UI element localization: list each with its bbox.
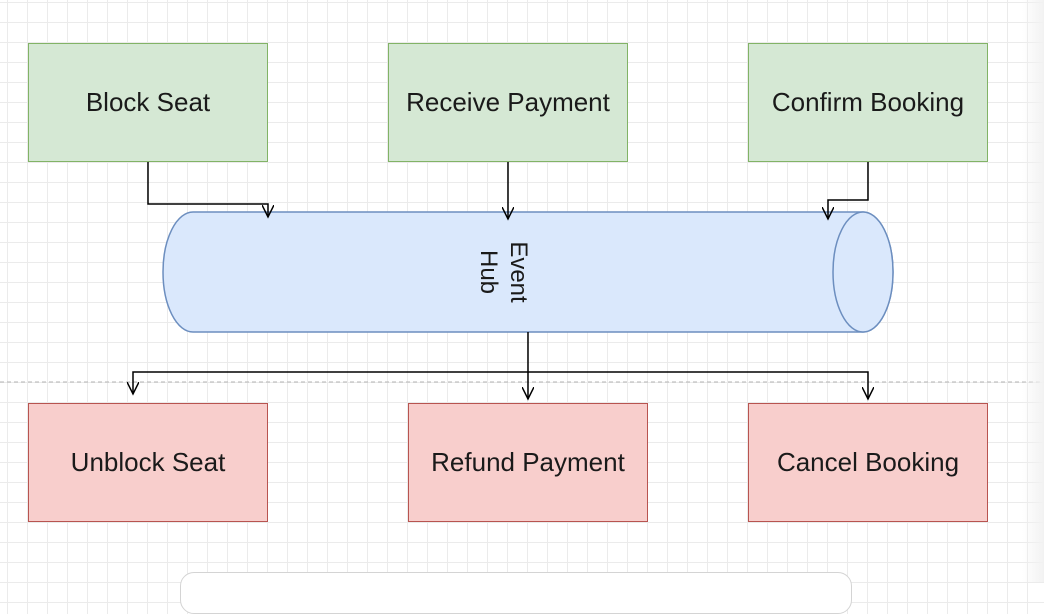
cancel-booking-label: Cancel Booking bbox=[776, 447, 960, 477]
refund-payment-node[interactable]: Refund Payment bbox=[408, 403, 648, 522]
event-hub-label-line2: Hub bbox=[475, 250, 502, 294]
refund-payment-label: Refund Payment bbox=[431, 447, 625, 477]
connector-layer: Event Hub bbox=[0, 162, 1044, 582]
receive-payment-node[interactable]: Receive Payment bbox=[388, 43, 628, 162]
block-seat-label: Block Seat bbox=[85, 87, 211, 117]
event-hub-end-cap bbox=[832, 211, 894, 333]
unblock-seat-label: Unblock Seat bbox=[70, 447, 226, 477]
event-hub-label-line1: Event bbox=[505, 241, 532, 303]
connector-confirm-booking-to-hub[interactable] bbox=[828, 162, 869, 219]
connector-block-seat-to-hub[interactable] bbox=[147, 162, 268, 217]
unblock-seat-node[interactable]: Unblock Seat bbox=[28, 403, 268, 522]
right-edge-shadow bbox=[1022, 0, 1044, 582]
confirm-booking-node[interactable]: Confirm Booking bbox=[748, 43, 988, 162]
receive-payment-label: Receive Payment bbox=[406, 87, 610, 117]
confirm-booking-label: Confirm Booking bbox=[771, 87, 965, 117]
event-hub-label: Event Hub bbox=[475, 241, 532, 303]
event-hub-cylinder[interactable]: Event Hub bbox=[162, 211, 894, 333]
connector-hub-to-cancel-booking[interactable] bbox=[528, 371, 868, 399]
connector-hub-to-unblock-seat[interactable] bbox=[133, 332, 529, 394]
block-seat-node[interactable]: Block Seat bbox=[28, 43, 268, 162]
bottom-floating-panel bbox=[180, 572, 852, 614]
cancel-booking-node[interactable]: Cancel Booking bbox=[748, 403, 988, 522]
